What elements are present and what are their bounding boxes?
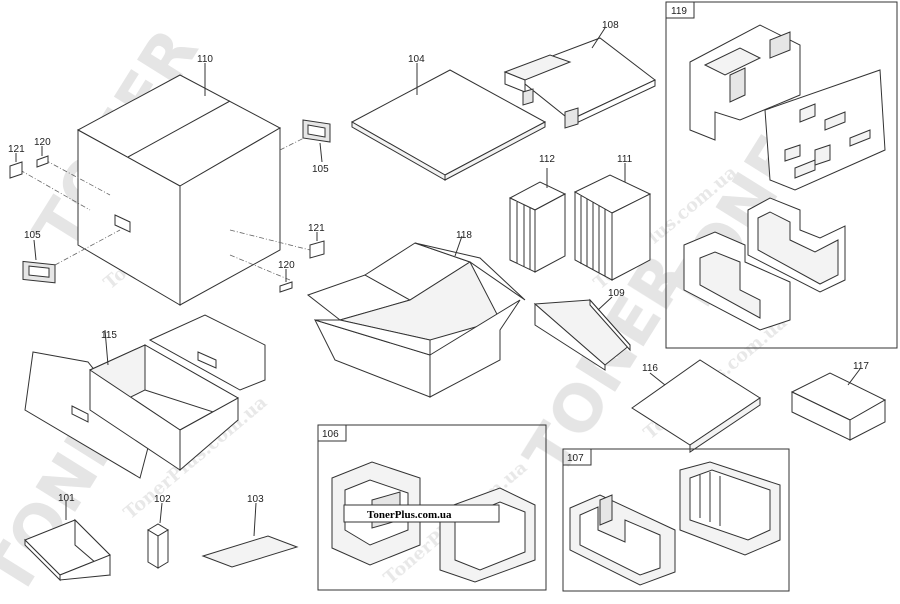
label-112: 112 [539,154,555,165]
part-112-pad-stack: 112 [508,154,567,273]
label-102: 102 [154,494,171,505]
label-119: 119 [671,6,687,17]
site-caption: TonerPlus.com.ua [343,504,500,523]
part-118-open-carton: 118 [306,230,526,398]
part-111-pad-stack: 111 [573,154,652,281]
part-109-folded-sheet: 109 [533,288,631,371]
label-120-right: 120 [278,260,295,271]
part-102-column: 102 [147,494,171,569]
label-118: 118 [456,230,472,241]
label-117: 117 [853,361,869,372]
part-108-top-cushion: 108 [503,20,656,129]
label-107: 107 [567,453,584,464]
label-115: 115 [101,330,117,341]
part-120-right: 120 [278,260,295,293]
label-105-right: 105 [312,164,329,175]
label-104: 104 [408,54,425,65]
label-116: 116 [642,363,658,374]
part-119-cushion-set: 119 [665,1,898,349]
label-121-left: 121 [8,144,25,155]
part-121-left: 121 [8,144,25,179]
part-105-right: 105 [302,119,331,175]
label-121-right: 121 [308,223,325,234]
part-120-left: 120 [34,137,51,168]
label-101: 101 [58,493,75,504]
label-111: 111 [617,154,633,165]
label-109: 109 [608,288,625,299]
label-108: 108 [602,20,619,31]
part-121-right: 121 [308,223,325,259]
part-117-block: 117 [790,361,887,441]
part-103-strip: 103 [201,494,299,568]
part-115-tray-box: 115 [24,314,266,479]
part-116-wedge: 116 [631,359,761,453]
part-101-shelf: 101 [24,493,111,582]
label-105-left: 105 [24,230,41,241]
part-107-cushion-set: 107 [562,448,790,592]
label-120-left: 120 [34,137,51,148]
part-104-pad: 104 [350,54,547,181]
label-110: 110 [197,54,213,65]
site-caption-text: TonerPlus.com.ua [367,509,452,521]
part-110-outer-carton: 110 [19,54,321,306]
part-105-left: 105 [22,230,56,284]
label-103: 103 [247,494,264,505]
label-106: 106 [322,429,339,440]
